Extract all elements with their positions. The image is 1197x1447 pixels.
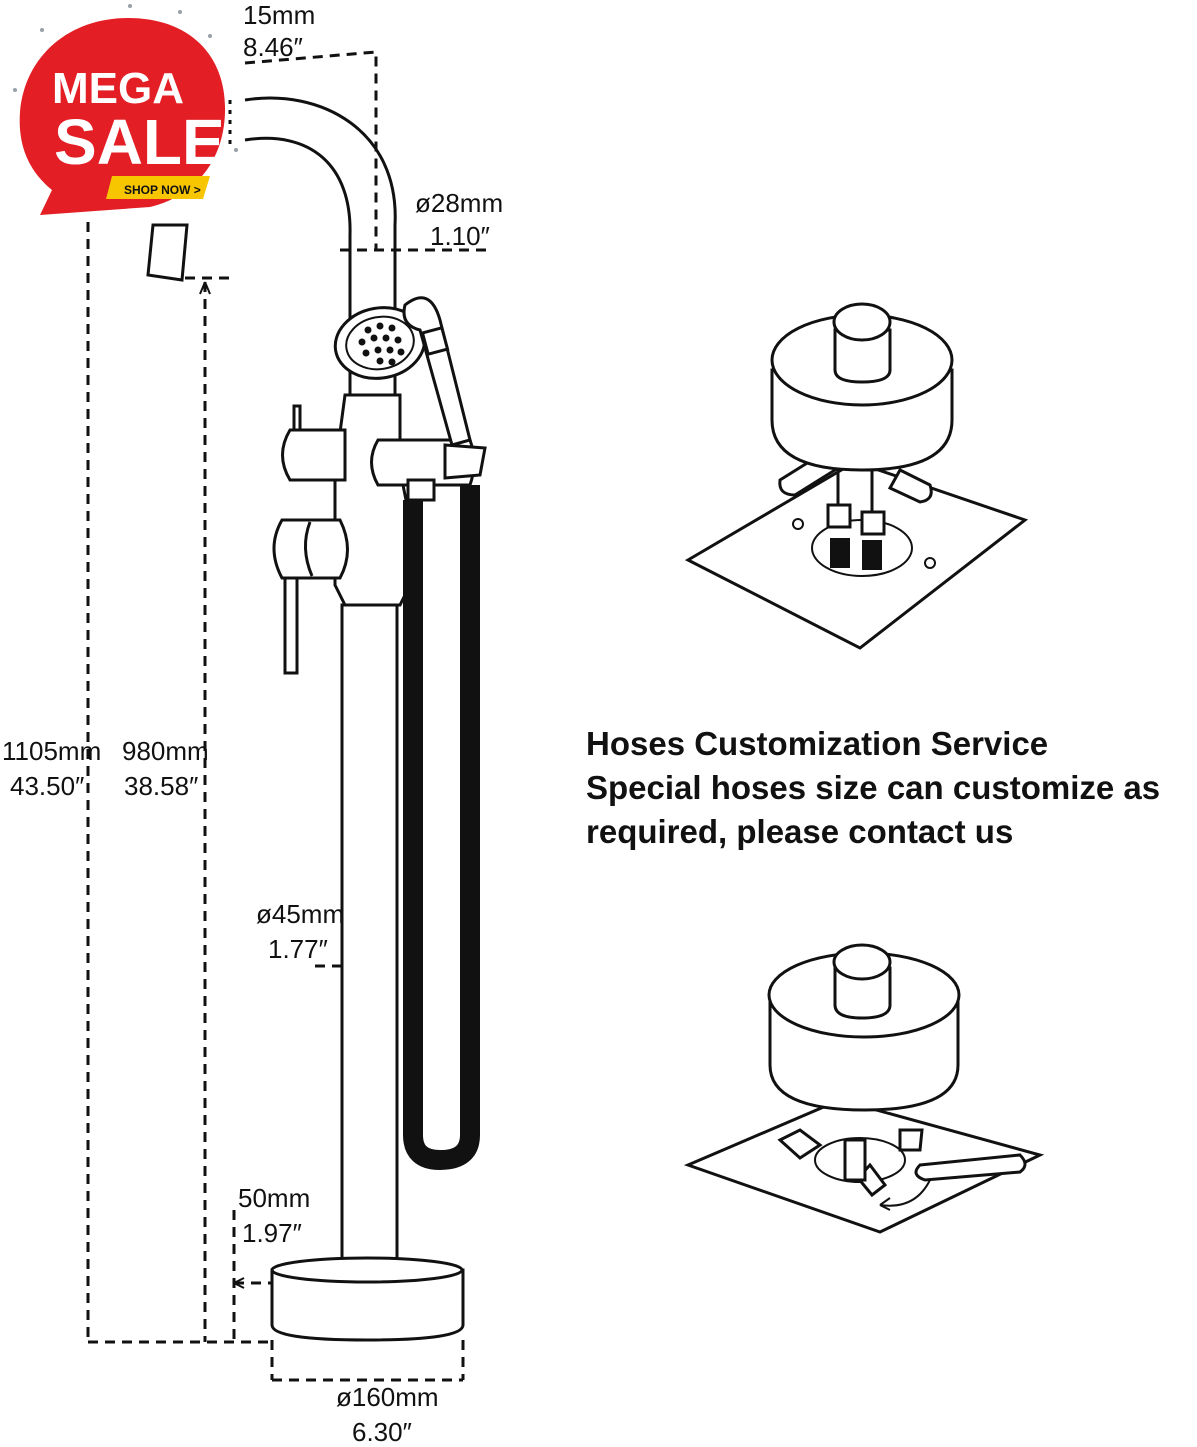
spout-dia-in: 1.10″ (430, 221, 490, 251)
shop-now-ribbon (106, 176, 210, 199)
total-height-mm: 1105mm (2, 736, 101, 766)
shower-holes (358, 322, 405, 366)
base-dia-in: 6.30″ (352, 1417, 412, 1447)
install-illustration-top (684, 302, 1029, 650)
column-dia-in: 1.77″ (268, 934, 328, 964)
total-height-in: 43.50″ (10, 771, 84, 801)
customization-info: Hoses Customization Service Special hose… (586, 722, 1197, 854)
badge-sale: SALE (54, 106, 225, 178)
badge-mega: MEGA (52, 64, 184, 113)
shop-now-label[interactable]: SHOP NOW > (124, 183, 201, 197)
spout-reach-mm: 15mm (243, 0, 315, 30)
badge-burst (19, 18, 226, 215)
spout-dia-mm: ø28mm (415, 188, 503, 218)
mega-sale-badge[interactable]: MEGA SALE SHOP NOW > (13, 4, 238, 215)
base-height-mm: 50mm (238, 1183, 310, 1213)
info-title: Hoses Customization Service (586, 725, 1049, 762)
info-line-2: Special hoses size can customize as (586, 769, 1161, 806)
spout-height-in: 38.58″ (124, 771, 198, 801)
info-line-3: required, please contact us (586, 813, 1014, 850)
base-height-in: 1.97″ (242, 1218, 302, 1248)
faucet-drawing (146, 96, 487, 1342)
base-dia-mm: ø160mm (336, 1382, 439, 1412)
dimension-labels: 15mm 8.46″ ø28mm 1.10″ 1105mm 43.50″ 980… (2, 0, 503, 1447)
install-illustration-bottom (683, 943, 1045, 1234)
spout-height-mm: 980mm (122, 736, 209, 766)
dimension-lines (86, 50, 490, 1382)
spout-reach-in: 8.46″ (243, 32, 303, 62)
column-dia-mm: ø45mm (256, 899, 344, 929)
